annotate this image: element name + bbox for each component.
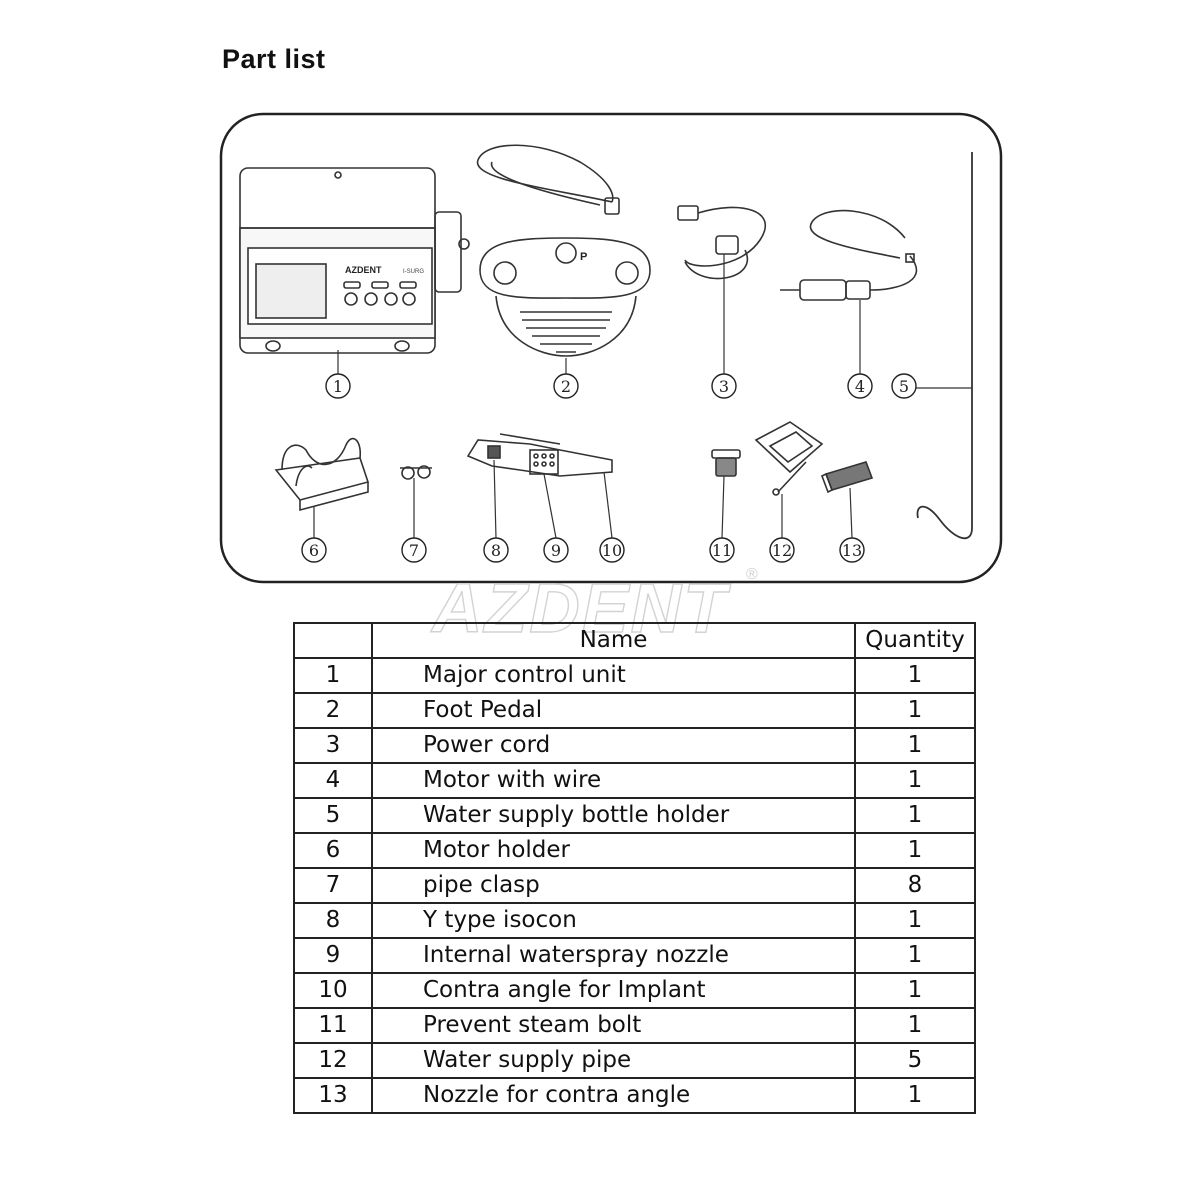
callout-5: 5: [899, 377, 909, 396]
row-name: pipe clasp: [371, 867, 856, 904]
bottle-holder-drawing: [916, 152, 973, 540]
row-qty: 1: [854, 727, 976, 764]
callout-7: 7: [409, 541, 419, 560]
row-no: 12: [293, 1042, 373, 1079]
page-title: Part list: [222, 44, 326, 74]
motor-holder-drawing: [274, 437, 370, 512]
row-qty: 1: [854, 657, 976, 694]
row-name: Contra angle for Implant: [371, 972, 856, 1009]
row-name: Water supply pipe: [371, 1042, 856, 1079]
water-pipe-drawing: [754, 421, 824, 496]
row-no: 6: [293, 832, 373, 869]
foot-pedal-drawing: [477, 144, 651, 357]
row-qty: 1: [854, 902, 976, 939]
callout-13: 13: [842, 541, 862, 560]
brand-label: AZDENT: [345, 265, 382, 275]
pipe-clasp-drawing: [400, 465, 432, 480]
table-header-row: Name Quantity: [293, 622, 976, 659]
row-name: Prevent steam bolt: [371, 1007, 856, 1044]
callout-3: 3: [719, 377, 729, 396]
row-qty: 1: [854, 692, 976, 729]
row-no: 1: [293, 657, 373, 694]
callout-9: 9: [551, 541, 561, 560]
row-no: 11: [293, 1007, 373, 1044]
row-name: Motor with wire: [371, 762, 856, 799]
leader-lines: [313, 254, 972, 539]
power-cord-drawing: [677, 205, 767, 280]
row-no: 3: [293, 727, 373, 764]
row-no: 5: [293, 797, 373, 834]
header-no: [293, 622, 373, 659]
callout-8: 8: [491, 541, 501, 560]
header-quantity: Quantity: [854, 622, 976, 659]
row-name: Major control unit: [371, 657, 856, 694]
row-no: 9: [293, 937, 373, 974]
row-no: 7: [293, 867, 373, 904]
registered-mark: ®: [746, 566, 758, 583]
row-no: 8: [293, 902, 373, 939]
contra-angle-drawing: [466, 433, 613, 477]
row-name: Y type isocon: [371, 902, 856, 939]
row-name: Power cord: [371, 727, 856, 764]
row-name: Nozzle for contra angle: [371, 1077, 856, 1114]
row-qty: 5: [854, 1042, 976, 1079]
parts-illustration: AZDENT I-SURG P: [219, 112, 1003, 584]
row-qty: 1: [854, 937, 976, 974]
model-label: I-SURG: [403, 269, 424, 275]
row-name: Water supply bottle holder: [371, 797, 856, 834]
header-name: Name: [371, 622, 856, 659]
callout-2: 2: [561, 377, 571, 396]
row-qty: 1: [854, 1077, 976, 1114]
callout-10: 10: [602, 541, 622, 560]
motor-drawing: [780, 209, 918, 301]
pedal-p-mark: P: [580, 251, 587, 263]
row-no: 10: [293, 972, 373, 1009]
row-name: Motor holder: [371, 832, 856, 869]
row-no: 4: [293, 762, 373, 799]
row-qty: 1: [854, 972, 976, 1009]
callout-circles: [301, 373, 917, 563]
row-qty: 8: [854, 867, 976, 904]
callout-6: 6: [309, 541, 319, 560]
callout-12: 12: [772, 541, 792, 560]
callout-4: 4: [855, 377, 865, 396]
row-name: Internal waterspray nozzle: [371, 937, 856, 974]
row-qty: 1: [854, 797, 976, 834]
control-unit-drawing: [239, 167, 470, 354]
nozzle-drawing: [820, 461, 874, 494]
row-qty: 1: [854, 832, 976, 869]
row-qty: 1: [854, 762, 976, 799]
row-qty: 1: [854, 1007, 976, 1044]
row-no: 2: [293, 692, 373, 729]
callout-11: 11: [712, 541, 732, 560]
row-no: 13: [293, 1077, 373, 1114]
row-name: Foot Pedal: [371, 692, 856, 729]
steam-bolt-drawing: [711, 449, 741, 477]
callout-1: 1: [333, 377, 343, 396]
